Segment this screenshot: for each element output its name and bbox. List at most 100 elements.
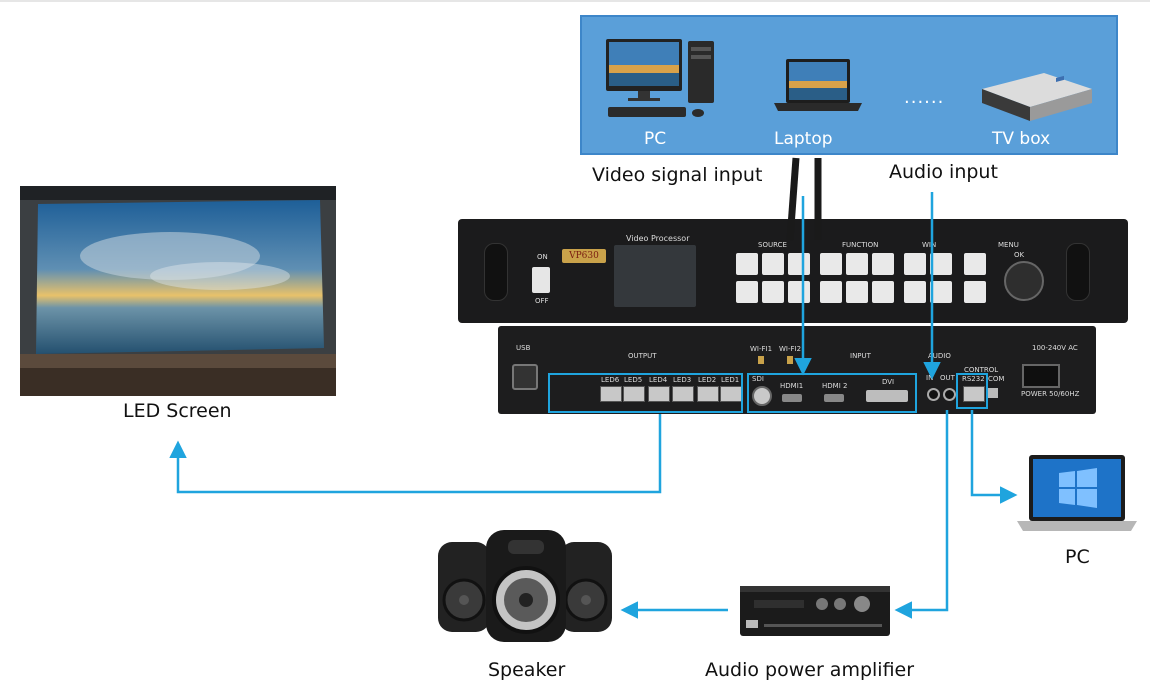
speaker-label: Speaker [488,659,566,681]
led-port-label: LED3 [673,376,692,384]
sdi-connector [752,386,772,406]
source-pc-label: PC [644,129,667,149]
audio-group-label: AUDIO [928,352,951,360]
function-button[interactable] [846,253,868,275]
input-sources-panel: PC Laptop ...... TV box [580,15,1118,155]
led-ethernet-port [623,386,645,402]
win-button[interactable] [930,253,952,275]
led-port-label: LED4 [649,376,668,384]
input-label: INPUT [850,352,871,360]
processor-title: Video Processor [626,234,690,243]
source-group-label: SOURCE [758,241,787,249]
usb-port [512,364,538,390]
right-handle [1066,243,1090,301]
function-group-label: FUNCTION [842,241,879,249]
source-button[interactable] [736,281,758,303]
win-button[interactable] [930,281,952,303]
speaker-icon [438,530,612,642]
wifi1-connector [758,356,764,364]
rs232-label: RS232 [962,375,985,383]
source-button[interactable] [788,281,810,303]
source-laptop-label: Laptop [774,129,833,149]
win-button[interactable] [904,281,926,303]
win-button[interactable] [904,253,926,275]
output-label: OUTPUT [628,352,657,360]
function-button[interactable] [872,253,894,275]
led-screen-label: LED Screen [123,400,232,422]
function-button[interactable] [872,281,894,303]
led-port-label: LED5 [624,376,643,384]
source-tvbox-label: TV box [992,129,1051,149]
function-button[interactable] [820,253,842,275]
led-port-label: LED1 [721,376,740,384]
led-ethernet-port [697,386,719,402]
power-switch[interactable] [532,267,550,293]
video-cable [786,157,800,241]
audio-in-jack [927,388,940,401]
audio-input-label: Audio input [889,161,998,183]
ok-label: OK [1014,251,1025,259]
left-handle [484,243,508,301]
desktop-pc-icon [606,39,714,117]
power-socket [1022,364,1060,388]
lcd-display [614,245,696,307]
led-ethernet-port [600,386,622,402]
menu-button[interactable] [964,281,986,303]
hdmi1-port [782,394,802,402]
menu-group-label: MENU [998,241,1019,249]
win-group-label: WIN [922,241,937,249]
control-laptop-icon [1017,455,1137,531]
led-ethernet-port [672,386,694,402]
audio-out-label: OUT [940,374,955,382]
output-to-led-line [169,414,662,494]
amplifier-label: Audio power amplifier [705,659,915,681]
led-port-label: LED2 [698,376,717,384]
audio-amplifier-icon [740,586,890,636]
laptop-icon [774,59,862,111]
power-ac-label: 100-240V AC [1032,344,1078,352]
sdi-label: SDI [752,375,764,383]
power-hz-label: POWER 50/60HZ [1021,390,1080,398]
audio-out-jack [943,388,956,401]
usb-label: USB [516,344,531,352]
function-button[interactable] [820,281,842,303]
control-to-pc-line [970,410,1018,504]
wifi2-label: WI-FI2 [779,345,802,353]
output-ports-highlight [548,373,743,413]
power-on-label: ON [537,253,548,261]
com-port [988,388,998,398]
more-sources-ellipsis: ...... [904,87,945,108]
tv-box-icon [982,73,1092,121]
rs232-port [963,386,985,402]
wifi2-connector [787,356,793,364]
source-button[interactable] [762,253,784,275]
hdmi1-label: HDMI1 [780,382,804,390]
function-button[interactable] [846,281,868,303]
menu-knob[interactable] [1004,261,1044,301]
video-processor-rear: USB OUTPUT LED6 LED5 LED4 LED3 LED2 LED1… [498,326,1096,414]
led-screen-photo [20,186,336,396]
top-divider [0,0,1150,2]
power-off-label: OFF [535,297,549,305]
hdmi2-label: HDMI 2 [822,382,848,390]
led-ethernet-port [648,386,670,402]
control-group-label: CONTROL [964,366,999,374]
model-badge: VP630 [562,249,606,263]
com-label: COM [988,375,1005,383]
audio-out-to-amp-line [894,410,949,619]
wifi1-label: WI-FI1 [750,345,773,353]
pc-control-label: PC [1065,546,1090,568]
dvi-label: DVI [882,378,895,386]
control-port-highlight [956,373,988,409]
input-ports-highlight [747,373,917,413]
led-port-label: LED6 [601,376,620,384]
source-button[interactable] [788,253,810,275]
source-button[interactable] [762,281,784,303]
source-button[interactable] [736,253,758,275]
video-input-label: Video signal input [592,164,763,186]
led-screen-image [20,186,336,396]
menu-button[interactable] [964,253,986,275]
hdmi2-port [824,394,844,402]
dvi-port [866,390,908,402]
